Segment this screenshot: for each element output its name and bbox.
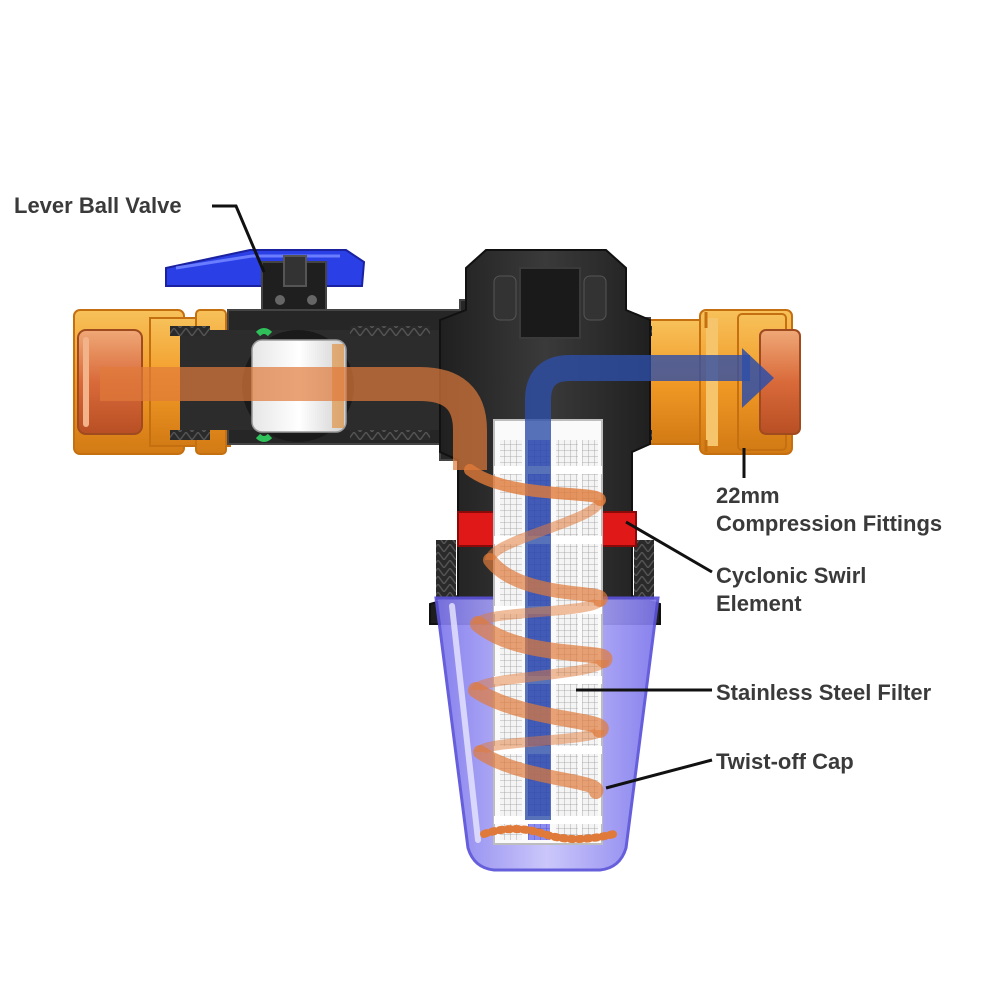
label-fittings-line1: 22mm: [716, 483, 780, 508]
label-fittings-line2: Compression Fittings: [716, 511, 943, 536]
inflow-swirl-path: [100, 367, 613, 799]
label-compression-fittings: 22mm Compression Fittings: [716, 482, 942, 538]
leader-lines: [212, 204, 746, 790]
outflow-arrow: [525, 348, 774, 820]
label-stainless-steel-filter: Stainless Steel Filter: [716, 680, 932, 705]
right-compression-fitting: [649, 309, 801, 455]
leader-swirl: [625, 520, 713, 574]
label-swirl-line1: Cyclonic Swirl: [716, 563, 867, 588]
label-swirl-line2: Element: [716, 591, 802, 616]
leader-cap: [605, 758, 713, 790]
label-lever-ball-valve: Lever Ball Valve: [14, 193, 182, 218]
label-cyclonic-swirl: Cyclonic Swirl Element: [716, 562, 866, 618]
label-twist-off-cap: Twist-off Cap: [716, 749, 854, 774]
leader-valve: [212, 204, 266, 273]
lever-ball-valve-handle: [165, 249, 366, 319]
